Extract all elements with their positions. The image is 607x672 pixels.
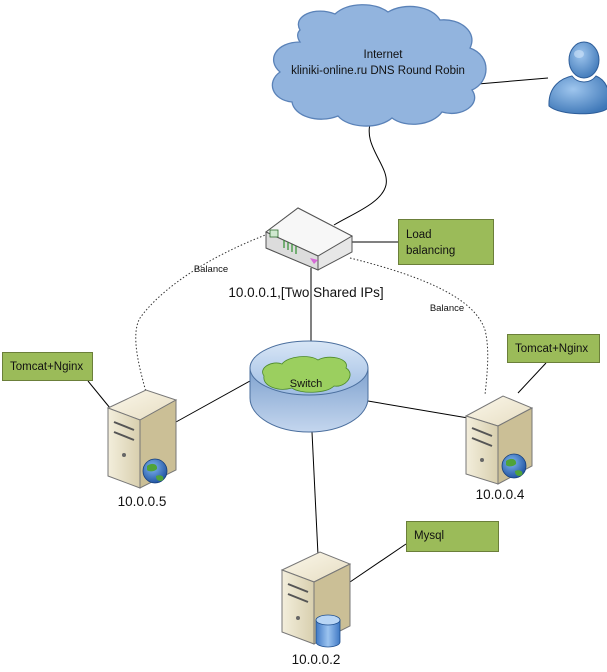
load-balancer-label: 10.0.0.1,[Two Shared IPs] — [228, 285, 383, 300]
note-tomcat-right-text: Tomcat+Nginx — [515, 343, 589, 355]
note-mysql: Mysql — [406, 521, 499, 552]
switch-device: Switch — [249, 340, 369, 433]
switch-to-right-server-link — [367, 400, 469, 419]
globe-icon — [142, 458, 168, 484]
note-tl-connector — [87, 380, 111, 409]
internet-cloud: Internet kliniki-online.ru DNS Round Rob… — [271, 4, 487, 127]
server-left-ip: 10.0.0.5 — [118, 494, 167, 509]
balance-left-link — [135, 233, 269, 393]
balance-links — [135, 233, 489, 396]
balance-right-label: Balance — [430, 303, 464, 314]
server-left: 10.0.0.5 — [106, 389, 178, 509]
note-mysql-text: Mysql — [414, 530, 445, 542]
port-lights — [283, 240, 297, 254]
cloud-to-lb-link — [333, 117, 387, 226]
note-tomcat-left-text: Tomcat+Nginx — [10, 361, 84, 373]
balance-right-link — [349, 257, 489, 396]
server-db: 10.0.0.2 — [280, 551, 352, 667]
note-load-balancing-text: Load balancing — [406, 229, 456, 257]
globe-icon — [501, 453, 527, 479]
cloud-subtitle: kliniki-online.ru DNS Round Robin — [291, 65, 465, 77]
connections — [87, 77, 549, 583]
user-icon — [548, 41, 607, 115]
balance-left-label: Balance — [194, 264, 228, 275]
note-tomcat-left: Tomcat+Nginx — [2, 352, 93, 381]
switch-label: Switch — [290, 378, 322, 390]
note-load-balancing: Load balancing — [398, 219, 494, 265]
server-db-ip: 10.0.0.2 — [292, 652, 341, 667]
server-right: 10.0.0.4 — [464, 395, 534, 502]
switch-to-left-server-link — [175, 380, 251, 423]
note-tr-connector — [517, 362, 547, 394]
note-tomcat-right: Tomcat+Nginx — [507, 334, 600, 363]
cloud-title: Internet — [364, 49, 404, 61]
load-balancer-device: 10.0.0.1,[Two Shared IPs] — [228, 207, 384, 300]
database-icon — [315, 614, 341, 648]
server-right-ip: 10.0.0.4 — [476, 487, 525, 502]
switch-to-db-server-link — [311, 431, 319, 556]
note-mysql-connector — [349, 543, 407, 583]
cloud-to-user-link — [477, 77, 549, 85]
